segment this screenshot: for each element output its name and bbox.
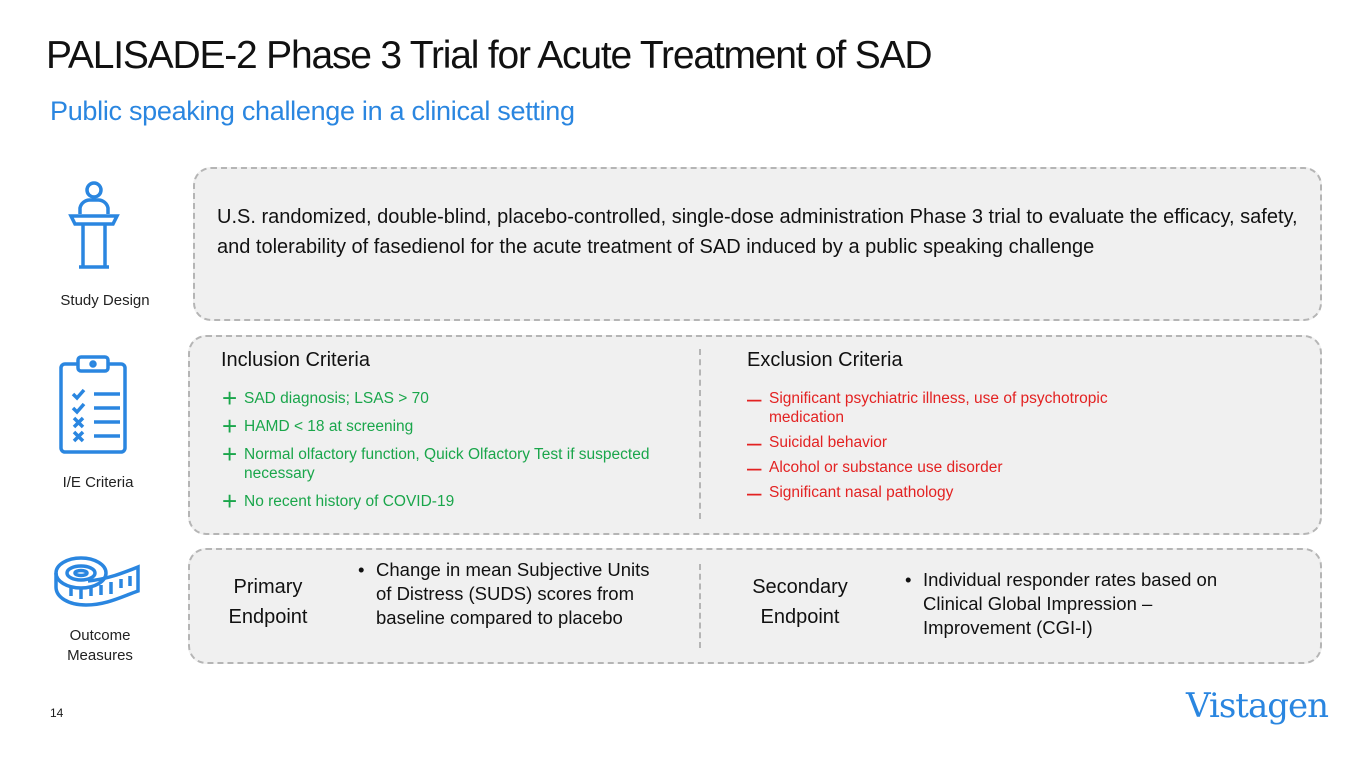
page-subtitle: Public speaking challenge in a clinical … bbox=[50, 96, 575, 126]
minus-icon: – bbox=[747, 427, 762, 457]
divider bbox=[699, 564, 701, 648]
bullet-icon: • bbox=[358, 559, 365, 580]
inclusion-item: +HAMD < 18 at screening bbox=[222, 411, 414, 441]
measuring-tape-icon bbox=[54, 556, 140, 607]
inclusion-item: +SAD diagnosis; LSAS > 70 bbox=[222, 383, 429, 413]
inclusion-heading: Inclusion Criteria bbox=[221, 349, 370, 371]
exclusion-item: –Alcohol or substance use disorder bbox=[747, 452, 1003, 482]
vistagen-logo: Vistagen bbox=[1186, 686, 1329, 726]
minus-icon: – bbox=[747, 477, 762, 507]
page-title: PALISADE-2 Phase 3 Trial for Acute Treat… bbox=[46, 34, 933, 77]
minus-icon: – bbox=[747, 383, 762, 413]
outcome-label-line: Outcome bbox=[69, 627, 131, 644]
outcome-label-line: Measures bbox=[67, 647, 133, 664]
exclusion-item: –Significant psychiatric illness, use of… bbox=[747, 383, 1108, 426]
podium-speaker-icon bbox=[68, 181, 120, 269]
label-line: Primary bbox=[233, 576, 303, 598]
label-line: Secondary bbox=[752, 576, 848, 598]
label-line: Endpoint bbox=[228, 606, 308, 628]
exclusion-list: –Significant psychiatric illness, use of… bbox=[747, 383, 1167, 507]
page-number: 14 bbox=[50, 706, 64, 720]
exclusion-heading: Exclusion Criteria bbox=[747, 349, 903, 371]
study-design-text: U.S. randomized, double-blind, placebo-c… bbox=[217, 206, 1298, 258]
inclusion-item: +Normal olfactory function, Quick Olfact… bbox=[222, 439, 650, 482]
secondary-endpoint-text: •Individual responder rates based on Cli… bbox=[905, 569, 1218, 638]
primary-endpoint-text: •Change in mean Subjective Units of Dist… bbox=[358, 559, 650, 628]
minus-icon: – bbox=[747, 452, 762, 482]
study-design-label: Study Design bbox=[60, 292, 150, 309]
ie-criteria-label: I/E Criteria bbox=[62, 474, 134, 491]
inclusion-list: +SAD diagnosis; LSAS > 70 +HAMD < 18 at … bbox=[222, 383, 652, 516]
label-line: Endpoint bbox=[760, 606, 840, 628]
plus-icon: + bbox=[222, 439, 238, 469]
plus-icon: + bbox=[222, 411, 238, 441]
exclusion-item: –Significant nasal pathology bbox=[747, 477, 954, 507]
inclusion-item: +No recent history of COVID-19 bbox=[222, 486, 455, 516]
bullet-icon: • bbox=[905, 569, 912, 590]
plus-icon: + bbox=[222, 486, 238, 516]
study-design-box: U.S. randomized, double-blind, placebo-c… bbox=[193, 167, 1322, 321]
plus-icon: + bbox=[222, 383, 238, 413]
exclusion-item: –Suicidal behavior bbox=[747, 427, 888, 457]
divider bbox=[699, 349, 701, 519]
clipboard-checklist-icon bbox=[59, 355, 127, 454]
ie-criteria-box: Inclusion Criteria +SAD diagnosis; LSAS … bbox=[188, 335, 1322, 535]
